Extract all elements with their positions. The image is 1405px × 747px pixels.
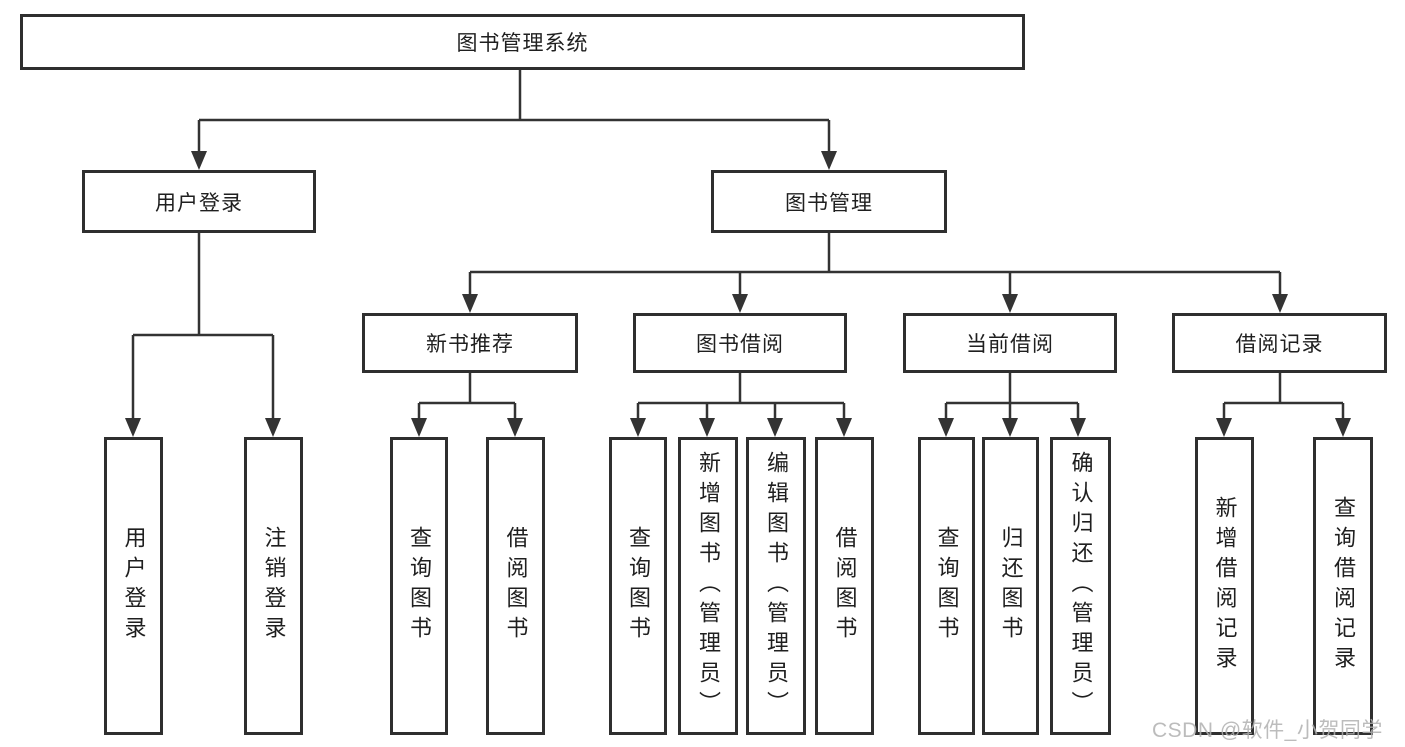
leaf-add-borrow-record: 新增借阅记录 [1195, 437, 1254, 735]
leaf-query-book-2: 查询图书 [609, 437, 667, 735]
node-root: 图书管理系统 [20, 14, 1025, 70]
leaf-borrow-book-1: 借阅图书 [486, 437, 545, 735]
node-current-borrow: 当前借阅 [903, 313, 1117, 373]
node-book-borrow: 图书借阅 [633, 313, 847, 373]
edge-currentborrow-to-leaves [944, 373, 1080, 423]
leaf-return-book: 归还图书 [982, 437, 1039, 735]
leaf-borrow-book-2: 借阅图书 [815, 437, 874, 735]
leaf-query-book-3: 查询图书 [918, 437, 975, 735]
edge-newbookrec-to-leaves [417, 373, 517, 423]
leaf-logout: 注销登录 [244, 437, 303, 735]
arrowheads [125, 151, 1351, 437]
leaf-query-borrow-record: 查询借阅记录 [1313, 437, 1373, 735]
leaf-query-book-1: 查询图书 [390, 437, 448, 735]
csdn-watermark: CSDN @软件_小贺同学 [1152, 719, 1383, 742]
leaf-add-book: 新增图书（管理员） [678, 437, 738, 735]
leaf-edit-book: 编辑图书（管理员） [746, 437, 806, 735]
node-user-login: 用户登录 [82, 170, 316, 233]
node-new-book-rec: 新书推荐 [362, 313, 578, 373]
edge-userlogin-to-leaves [131, 233, 275, 423]
node-book-mgmt: 图书管理 [711, 170, 947, 233]
leaf-confirm-return: 确认归还（管理员） [1050, 437, 1111, 735]
edge-borrowrecords-to-leaves [1222, 373, 1345, 423]
edge-bookborrow-to-leaves [636, 373, 846, 423]
leaf-user-login: 用户登录 [104, 437, 163, 735]
node-borrow-records: 借阅记录 [1172, 313, 1387, 373]
edge-root-to-level2 [197, 70, 831, 156]
edge-bookmgmt-to-level3 [468, 233, 1282, 299]
